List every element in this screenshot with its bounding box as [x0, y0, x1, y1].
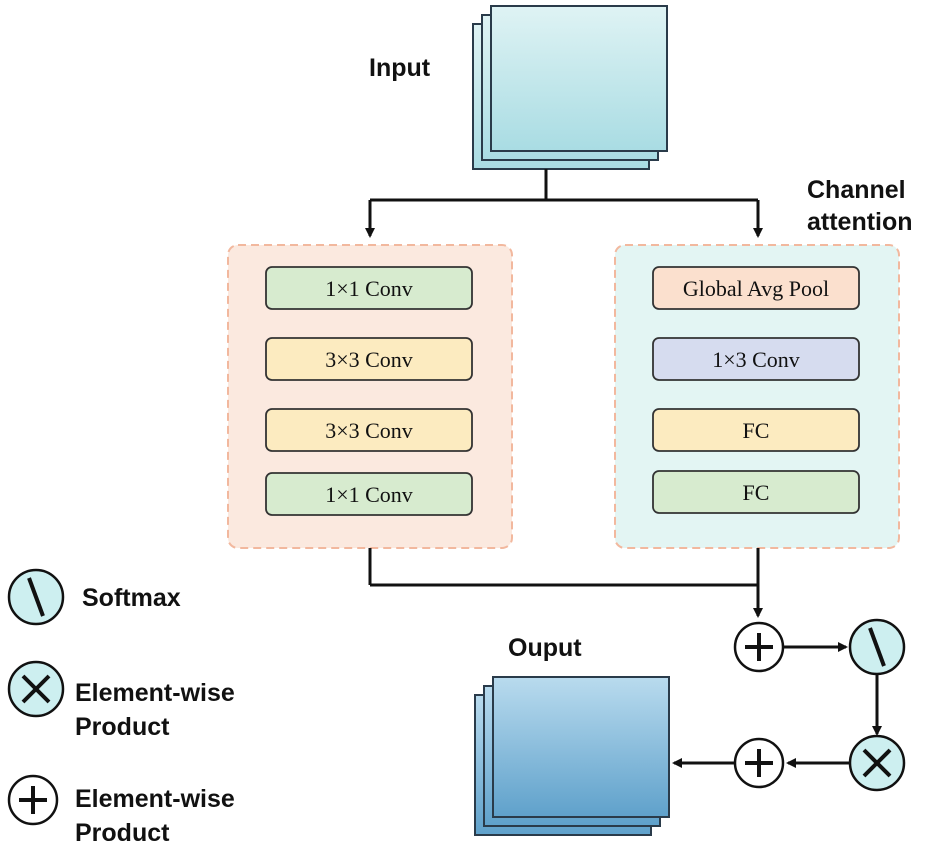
- legend-sum-label: Element-wise Product: [75, 784, 235, 848]
- legend-sum-line1: Element-wise: [75, 785, 235, 813]
- svg-text:FC: FC: [743, 418, 770, 443]
- svg-text:1×1 Conv: 1×1 Conv: [325, 482, 413, 507]
- channel-attention-label: Channel attention: [807, 175, 913, 237]
- legend-product-line2: Product: [75, 713, 170, 741]
- right-block-4: FC: [652, 470, 860, 514]
- right-block-1: Global Avg Pool: [652, 266, 860, 310]
- input-split-lines: [365, 169, 763, 238]
- legend-product-label: Element-wise Product: [75, 678, 235, 742]
- legend-softmax-label: Softmax: [82, 584, 181, 612]
- legend-softmax-icon: [7, 568, 65, 626]
- legend-product-line1: Element-wise: [75, 679, 235, 707]
- input-feature-stack: [472, 5, 668, 170]
- channel-attention-line1: Channel: [807, 176, 906, 204]
- product-operator: [848, 734, 906, 792]
- svg-text:FC: FC: [743, 480, 770, 505]
- legend-sum-icon: [7, 774, 59, 826]
- merge-lines: [368, 548, 763, 618]
- svg-text:3×3 Conv: 3×3 Conv: [325, 418, 413, 443]
- left-block-3: 3×3 Conv: [265, 408, 473, 452]
- svg-text:1×1 Conv: 1×1 Conv: [325, 276, 413, 301]
- output-feature-stack: [474, 676, 670, 836]
- legend-sum-line2: Product: [75, 819, 170, 847]
- left-block-2: 3×3 Conv: [265, 337, 473, 381]
- right-block-2: 1×3 Conv: [652, 337, 860, 381]
- sum-operator-1: [733, 621, 785, 673]
- softmax-operator: [848, 618, 906, 676]
- svg-text:Global Avg Pool: Global Avg Pool: [683, 276, 829, 301]
- output-label: Ouput: [508, 634, 582, 662]
- left-block-4: 1×1 Conv: [265, 472, 473, 516]
- right-block-3: FC: [652, 408, 860, 452]
- legend-product-icon: [7, 660, 65, 718]
- sum-operator-2: [733, 737, 785, 789]
- svg-text:1×3 Conv: 1×3 Conv: [712, 347, 800, 372]
- channel-attention-line2: attention: [807, 208, 913, 236]
- input-label: Input: [369, 54, 431, 82]
- left-block-1: 1×1 Conv: [265, 266, 473, 310]
- svg-text:3×3 Conv: 3×3 Conv: [325, 347, 413, 372]
